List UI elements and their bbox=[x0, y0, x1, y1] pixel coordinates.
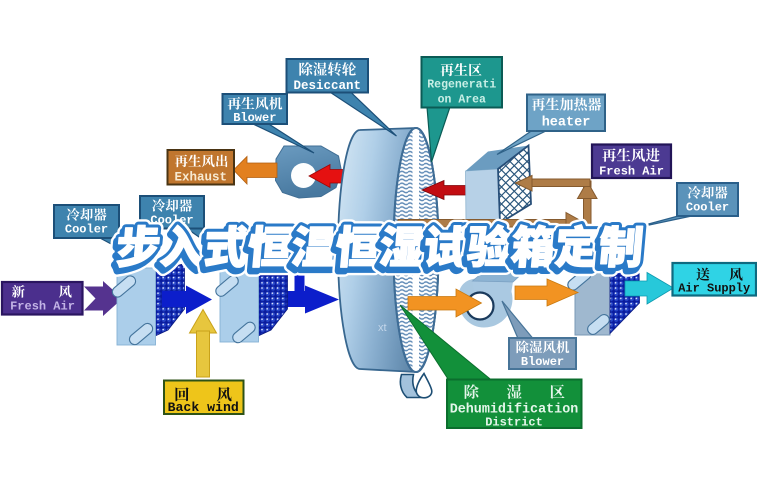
svg-text:Cooler: Cooler bbox=[65, 223, 108, 237]
svg-text:Exhaust: Exhaust bbox=[175, 171, 228, 185]
svg-text:Blower: Blower bbox=[521, 355, 564, 369]
svg-text:Blower: Blower bbox=[233, 111, 276, 125]
svg-text:heater: heater bbox=[542, 116, 591, 131]
svg-text:Air Supply: Air Supply bbox=[678, 282, 750, 296]
svg-text:District: District bbox=[485, 416, 543, 430]
svg-text:Fresh Air: Fresh Air bbox=[599, 165, 664, 179]
svg-text:Back wind: Back wind bbox=[168, 400, 239, 415]
svg-text:on Area: on Area bbox=[438, 94, 486, 107]
svg-text:Regenerati: Regenerati bbox=[427, 79, 496, 92]
svg-text:xt: xt bbox=[378, 322, 387, 334]
svg-text:Desiccant: Desiccant bbox=[293, 79, 361, 93]
svg-text:Dehumidification: Dehumidification bbox=[450, 403, 579, 418]
svg-text:Fresh Air: Fresh Air bbox=[10, 300, 75, 314]
svg-text:Cooler: Cooler bbox=[686, 201, 729, 215]
